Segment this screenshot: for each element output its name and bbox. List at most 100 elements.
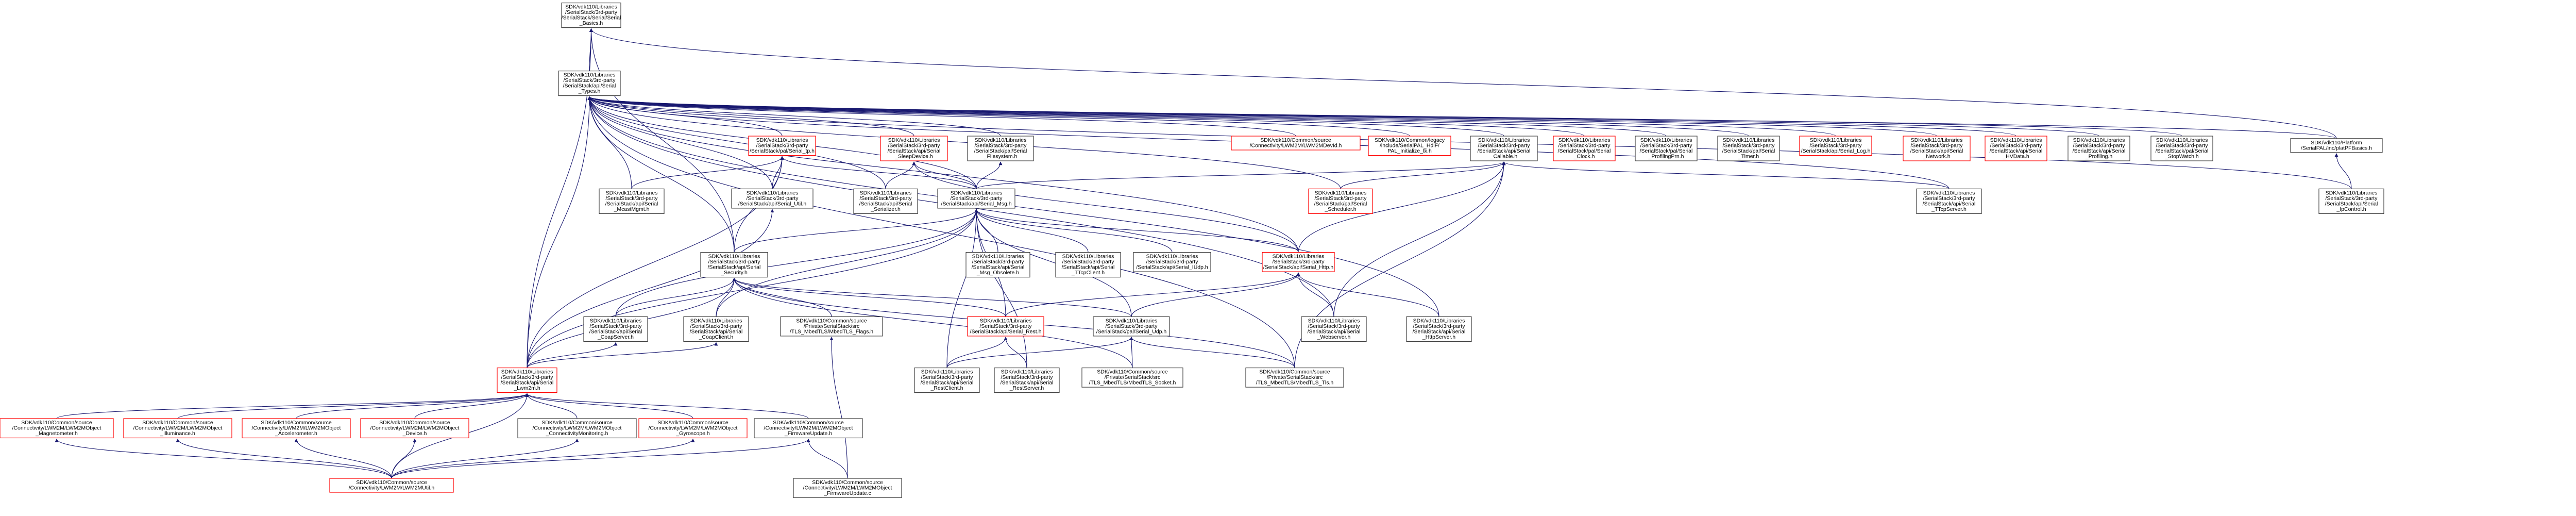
node-label-line: _Webserver.h: [1317, 334, 1351, 340]
node-scheduler[interactable]: SDK/vdk110/Libraries/SerialStack/3rd-par…: [1308, 188, 1373, 214]
edge-platform-to-types: [588, 96, 2337, 139]
node-udp[interactable]: SDK/vdk110/Libraries/SerialStack/3rd-par…: [1133, 252, 1211, 272]
node-box: [1553, 136, 1616, 161]
node-profiling2[interactable]: SDK/vdk110/Libraries/SerialStack/3rd-par…: [2067, 136, 2130, 161]
node-lwm2m[interactable]: SDK/vdk110/Libraries/SerialStack/3rd-par…: [497, 367, 557, 393]
node-label-line: _Callable.h: [1490, 154, 1518, 160]
node-ipcontrol[interactable]: SDK/vdk110/Libraries/SerialStack/3rd-par…: [2318, 188, 2384, 214]
node-fwupdatec[interactable]: SDK/vdk110/Common/source/Connectivity/LW…: [793, 478, 902, 498]
node-clock[interactable]: SDK/vdk110/Libraries/SerialStack/3rd-par…: [1553, 136, 1616, 161]
node-hydata[interactable]: SDK/vdk110/Libraries/SerialStack/3rd-par…: [1985, 136, 2047, 161]
edge-utilh-to-types: [587, 96, 773, 189]
node-httpserver[interactable]: SDK/vdk110/Libraries/SerialStack/3rd-par…: [1406, 316, 1472, 342]
node-tlstls[interactable]: SDK/vdk110/Common/source/Private/SerialS…: [1245, 367, 1344, 388]
node-tcpclient[interactable]: SDK/vdk110/Libraries/SerialStack/3rd-par…: [1055, 252, 1121, 278]
node-dmdevid[interactable]: SDK/vdk110/Common/source/Connectivity/LW…: [1231, 136, 1361, 151]
node-label-line: /SerialStack/3rd-party: [1478, 143, 1531, 149]
node-label-line: SDK/vdk110/Common/source: [21, 420, 92, 426]
node-stopwatch[interactable]: SDK/vdk110/Libraries/SerialStack/3rd-par…: [2150, 136, 2213, 161]
node-label-line: /TLS_MbedTLS/MbedTLS_Flags.h: [790, 328, 873, 335]
node-device[interactable]: SDK/vdk110/Common/source/Connectivity/LW…: [360, 418, 469, 439]
node-box: [937, 188, 1015, 209]
node-label-line: /SerialStack/3rd-party: [1315, 195, 1367, 202]
node-paludp[interactable]: SDK/vdk110/Libraries/SerialStack/3rd-par…: [1093, 316, 1170, 337]
edge-lwm2m-to-msg: [527, 209, 978, 368]
node-rest[interactable]: SDK/vdk110/Libraries/SerialStack/3rd-par…: [967, 316, 1044, 337]
node-label-line: /SerialStack/pal/Serial_Udp.h: [1096, 328, 1167, 335]
edge-rest-to-security: [732, 277, 1006, 317]
node-label-line: SDK/vdk110/Common/source: [356, 479, 427, 486]
node-msg[interactable]: SDK/vdk110/Libraries/SerialStack/3rd-par…: [937, 188, 1015, 209]
node-security[interactable]: SDK/vdk110/Libraries/SerialStack/3rd-par…: [700, 252, 768, 278]
edge-http-to-types: [587, 96, 1299, 253]
node-label-line: SDK/vdk110/Libraries: [980, 318, 1032, 324]
node-label-line: /SerialStack/api/Serial: [972, 264, 1025, 271]
node-accelerometer[interactable]: SDK/vdk110/Common/source/Connectivity/LW…: [242, 418, 351, 439]
node-coapserver[interactable]: SDK/vdk110/Libraries/SerialStack/3rd-par…: [583, 316, 648, 342]
node-platform[interactable]: SDK/vdk110/Platform/SerialPAL/inc/platPF…: [2290, 138, 2383, 153]
edge-lwm2mutil-to-device: [391, 438, 417, 479]
node-label-line: _Illuminance.h: [160, 430, 195, 437]
node-timer[interactable]: SDK/vdk110/Libraries/SerialStack/3rd-par…: [1717, 136, 1780, 161]
node-illuminance[interactable]: SDK/vdk110/Common/source/Connectivity/LW…: [123, 418, 232, 439]
node-serializer[interactable]: SDK/vdk110/Libraries/SerialStack/3rd-par…: [853, 188, 918, 214]
node-tp[interactable]: SDK/vdk110/Libraries/SerialStack/3rd-par…: [748, 136, 816, 156]
node-callable[interactable]: SDK/vdk110/Libraries/SerialStack/3rd-par…: [1470, 136, 1538, 161]
node-box: [558, 71, 621, 96]
node-network[interactable]: SDK/vdk110/Libraries/SerialStack/3rd-par…: [1903, 136, 1971, 161]
node-http[interactable]: SDK/vdk110/Libraries/SerialStack/3rd-par…: [1262, 252, 1335, 272]
node-palhiff[interactable]: SDK/vdk110/Common/legacy/include/SerialP…: [1368, 136, 1451, 156]
node-utilh[interactable]: SDK/vdk110/Libraries/SerialStack/3rd-par…: [731, 188, 814, 209]
edge-lwm2mutil-to-fwupdate: [391, 438, 810, 479]
node-label-line: /SerialStack/3rd-party: [565, 9, 618, 15]
edge-tcpclient-to-msg: [974, 209, 1089, 253]
node-label-line: _McastMgmt.h: [614, 206, 650, 212]
node-label-line: /SerialStack/api/Serial: [1910, 148, 1963, 154]
node-fwupdate[interactable]: SDK/vdk110/Common/source/Connectivity/LW…: [754, 418, 863, 439]
node-msgobsolete[interactable]: SDK/vdk110/Libraries/SerialStack/3rd-par…: [965, 252, 1030, 278]
node-tlssocket[interactable]: SDK/vdk110/Common/source/Private/SerialS…: [1081, 367, 1183, 388]
node-magnetometer[interactable]: SDK/vdk110/Common/source/Connectivity/LW…: [0, 418, 114, 439]
node-label-line: _Timer.h: [1738, 154, 1759, 160]
node-connmon[interactable]: SDK/vdk110/Common/source/Connectivity/LW…: [517, 418, 637, 439]
edge-coapclient-to-msg: [716, 209, 978, 317]
node-log[interactable]: SDK/vdk110/Libraries/SerialStack/3rd-par…: [1799, 136, 1872, 156]
node-label-line: /SerialStack/3rd-party: [501, 374, 554, 380]
node-label-line: /SerialStack/api/Serial: [563, 83, 616, 89]
node-label-line: SDK/vdk110/Libraries: [921, 369, 973, 375]
edge-security-to-msg: [734, 209, 978, 253]
node-box: [683, 316, 749, 342]
node-label-line: /SerialStack/3rd-party: [972, 259, 1025, 265]
node-lwm2mutil[interactable]: SDK/vdk110/Common/source/Connectivity/LW…: [329, 478, 454, 493]
edge-httpserver-to-http: [1296, 272, 1439, 317]
node-restclient[interactable]: SDK/vdk110/Libraries/SerialStack/3rd-par…: [914, 367, 980, 393]
node-tlsflags[interactable]: SDK/vdk110/Common/source/Private/SerialS…: [780, 316, 883, 337]
node-label-line: /Connectivity/LWM2M/LWM2MObject: [803, 485, 892, 491]
node-mcastmgmt[interactable]: SDK/vdk110/Libraries/SerialStack/3rd-par…: [599, 188, 665, 214]
edge-ipcontrol-to-platform: [2334, 153, 2352, 189]
node-gyroscope[interactable]: SDK/vdk110/Common/source/Connectivity/LW…: [638, 418, 748, 439]
node-box: [793, 478, 902, 498]
edge-platform-to-basics: [589, 28, 2337, 139]
node-filesystem[interactable]: SDK/vdk110/Libraries/SerialStack/3rd-par…: [967, 136, 1034, 161]
edge-http-to-sleepdevice: [912, 161, 1299, 253]
node-label-line: _Magnetometer.h: [35, 430, 78, 437]
node-label-line: SDK/vdk110/Libraries: [1558, 137, 1611, 143]
edge-udp-to-msg: [974, 209, 1173, 253]
node-sleepdevice[interactable]: SDK/vdk110/Libraries/SerialStack/3rd-par…: [880, 136, 948, 161]
node-coapclient[interactable]: SDK/vdk110/Libraries/SerialStack/3rd-par…: [683, 316, 749, 342]
node-label-line: /Connectivity/LWM2M/LWM2MObject: [533, 425, 622, 431]
node-box: [0, 418, 114, 439]
node-label-line: _FirmwareUpdate.c: [823, 490, 871, 496]
edge-device-to-lwm2m: [414, 393, 529, 419]
node-tcpserver[interactable]: SDK/vdk110/Libraries/SerialStack/3rd-par…: [1916, 188, 1982, 214]
node-label-line: _TTcpClient.h: [1071, 270, 1105, 276]
node-restserver[interactable]: SDK/vdk110/Libraries/SerialStack/3rd-par…: [994, 367, 1060, 393]
node-webserver[interactable]: SDK/vdk110/Libraries/SerialStack/3rd-par…: [1301, 316, 1367, 342]
node-profiling[interactable]: SDK/vdk110/Libraries/SerialStack/3rd-par…: [1635, 136, 1698, 161]
node-box: [914, 367, 980, 393]
node-types[interactable]: SDK/vdk110/Libraries/SerialStack/3rd-par…: [558, 71, 621, 96]
node-label-line: _ProfilingPrn.h: [1648, 154, 1684, 160]
edge-msg-to-callable: [976, 161, 1506, 189]
